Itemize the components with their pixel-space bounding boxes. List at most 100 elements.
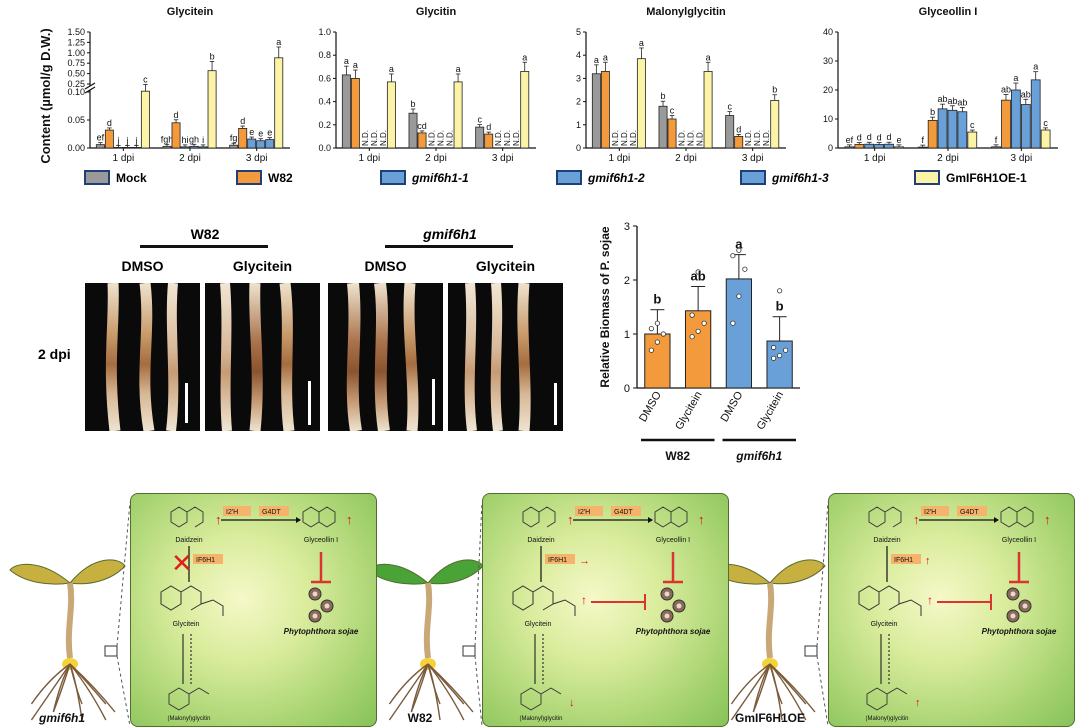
significance-letter: j [125,135,128,145]
root [69,663,83,705]
glycitein-structure [512,585,576,616]
significance-letter: f [921,135,924,145]
pathogen-nucleus [676,603,682,609]
y-tick-label: 0.4 [318,97,331,107]
significance-letter: a [1013,73,1018,83]
significance-letter: b [411,99,416,109]
glycitin-structure [866,687,908,711]
significance-letter: d [867,132,872,142]
significance-letter: a [344,56,349,66]
legend-label: Mock [116,170,147,185]
axis-break-mark [84,86,96,94]
bar [408,112,418,149]
y-axis-title-top: Content (µmol/g D.W.) [30,10,60,170]
significance-letter: f [995,135,998,145]
zoom-line [816,501,829,647]
bar [874,144,884,149]
data-point [777,353,783,359]
x-tick-label: 3 dpi [246,153,268,164]
up-arrow: ↑ [215,512,222,527]
significance-letter: b [661,91,666,101]
root [730,663,771,721]
root [427,663,465,721]
bar [967,131,978,149]
significance-letter: j [116,135,119,145]
nd-label: N.D. [753,130,762,146]
significance-letter: d [240,116,245,126]
root [30,663,71,705]
knockout-cross: ✕ [171,548,193,578]
significance-letter: d [877,133,882,143]
bar [854,144,865,149]
y-tick-label: 0.05 [67,115,85,125]
bar [927,120,938,149]
malonyl-label: (Malonyl)glycitin [865,716,908,722]
legend-label: gmif6h1-2 [588,170,645,185]
bar [453,81,463,149]
bar [1001,99,1011,149]
cotyledon-right [69,559,126,585]
data-point [654,320,660,326]
hypocotyl [423,582,433,659]
daidzein-structure [522,506,556,528]
glycitein-structure [160,585,224,616]
y-tick-label: 1.50 [67,27,85,37]
bar [1011,89,1021,149]
legend-item-ko1: gmif6h1-1 [380,170,469,185]
legend-swatch [556,170,582,185]
significance-letter: d [486,122,491,132]
nd-label: N.D. [427,130,436,146]
significance-letter: i [202,135,204,145]
data-point [648,347,654,353]
glycitein-label: Glycitein [173,621,200,628]
roots-svg-3 [346,283,435,431]
bar [350,78,360,149]
nd-label: N.D. [494,130,503,146]
pathogen-label: Phytophthora sojae [982,627,1057,636]
enzyme-ifh: IF6H1 [894,557,913,564]
enzyme-box [259,506,289,516]
x-tick-label: 2 dpi [675,153,697,164]
enzyme-box [575,506,603,516]
bar [162,145,172,149]
y-tick-label: 0.10 [67,87,85,97]
bar [937,108,948,149]
y-tick-label: 1 [576,120,581,130]
cotyledon-right [769,559,826,585]
significance-letter: b [210,51,215,61]
bar [229,144,239,149]
significance-letter: b [930,107,935,117]
significance-letter: ab [938,94,948,104]
bar [274,57,284,149]
data-point [777,288,783,294]
enzyme-ifh: IF6H1 [196,557,215,564]
glyceollin-structure [1000,506,1034,528]
daidzein-label: Daidzein [175,537,202,544]
bar [247,138,257,149]
photo-group-w82-line [140,245,268,248]
significance-letter: ab [1001,84,1011,94]
significance-letter: fgh [161,134,174,144]
root [427,663,441,705]
chart-glycitein: Glycitein0.000.050.100.250.500.751.001.2… [67,6,290,164]
bar [766,340,793,389]
significance-letter: a [639,38,644,48]
y-tick-label: 40 [823,27,833,37]
plant-label: gmif6h1 [38,711,85,725]
bar [180,146,190,149]
significance-letter: ab [957,97,967,107]
y-tick-label: 20 [823,85,833,95]
y-tick-label: 30 [823,56,833,66]
x-tick-label: 1 dpi [358,153,380,164]
significance-letter: e [896,135,901,145]
zoom-box [804,645,818,657]
root-photo-w82-glycitein [205,283,320,431]
bar [198,146,208,149]
cotyledon-right [427,559,484,585]
significance-letter: d [736,124,741,134]
significance-letter: gh [189,134,199,144]
